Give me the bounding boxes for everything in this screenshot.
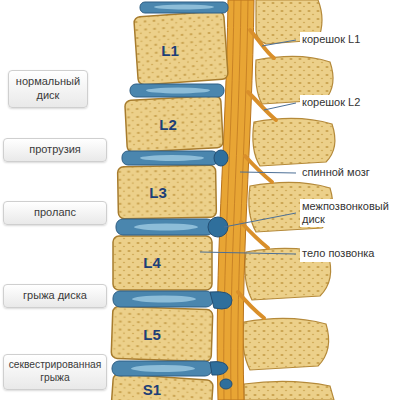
stage-label: грыжа диска (8, 289, 102, 303)
stage-box: пролапс (3, 201, 107, 225)
vertebra-label: L4 (143, 254, 161, 271)
vertebra-label: L1 (161, 42, 179, 59)
vertebral-bodies (111, 11, 229, 400)
part-label: спинной мозг (300, 165, 372, 180)
stage-box: секвестрированная грыжа (3, 354, 107, 390)
leader-lines (200, 40, 296, 254)
part-label: межпозвонковый диск (300, 199, 404, 227)
vertebra-label: L2 (159, 116, 177, 133)
vertebra-label: L5 (143, 326, 161, 343)
stage-box: нормальный диск (8, 70, 88, 108)
part-label: корешок L1 (300, 32, 362, 47)
stage-box: грыжа диска (3, 284, 107, 308)
intervertebral-discs (112, 2, 228, 376)
stage-label: нормальный диск (13, 75, 83, 103)
vertebra-label: S1 (143, 381, 161, 398)
part-label: тело позвонка (300, 246, 376, 261)
stage-label: секвестрированная грыжа (8, 359, 102, 385)
stage-label: пролапс (8, 206, 102, 220)
part-label: корешок L2 (300, 95, 362, 110)
disc-nuclei (131, 5, 214, 373)
stage-label: протрузия (8, 143, 102, 157)
vertebra-label: L3 (149, 184, 167, 201)
stage-box: протрузия (3, 138, 107, 162)
nerve-roots (238, 30, 276, 318)
disc-herniations (208, 150, 232, 389)
